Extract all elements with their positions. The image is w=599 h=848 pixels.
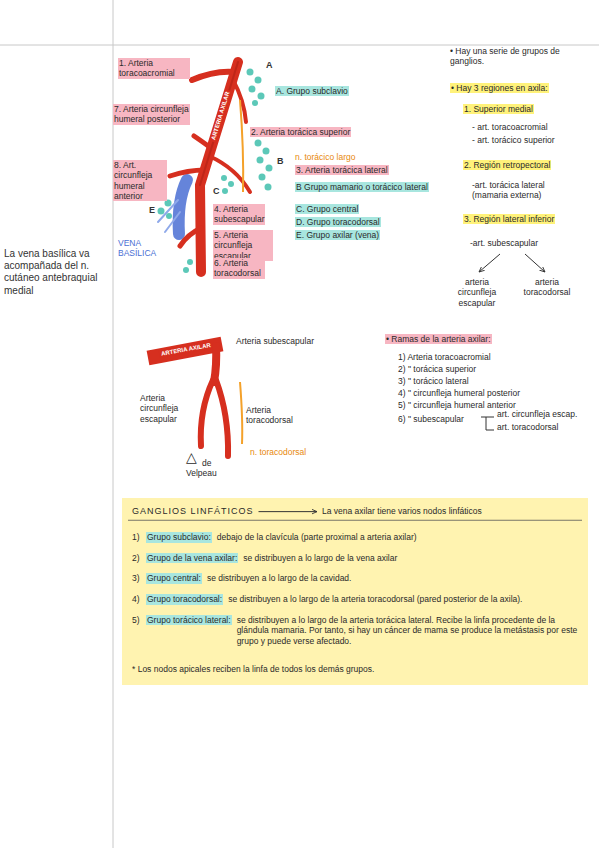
note-text: art. toracodorsal (497, 422, 558, 432)
group-name: Grupo torácico lateral: (146, 615, 232, 626)
group-label: B Grupo mamario o torácico lateral (295, 182, 429, 192)
margin-note: La vena basílica va acompañada del n. cu… (4, 248, 109, 297)
margin-rule (113, 0, 114, 848)
note-text: Arteria circunfleja escapular (140, 393, 198, 424)
heading-label: 1. Superior medial (463, 104, 534, 114)
note-text: 4) " circunfleja humeral posterior (398, 388, 520, 398)
group-label: C. Grupo central (295, 204, 359, 214)
group-label: A. Grupo subclavio (275, 86, 349, 96)
group-description: se distribuyen a lo largo de la vena axi… (243, 553, 578, 564)
note-arrow (259, 511, 317, 512)
group-description: se distribuyen a lo largo de la arteria … (228, 594, 578, 605)
box-heading: GANGLIOS LINFÁTICOS (132, 506, 254, 517)
group-letter: E (149, 205, 155, 216)
note-text: arteria toracodorsal (517, 277, 577, 298)
item-number: 4) (132, 594, 140, 605)
item-number: 3) (132, 573, 140, 584)
artery-label: 7. Arteria circunfleja humeral posterior (113, 104, 190, 125)
heading-label: 3. Región lateral inferior (463, 214, 555, 224)
branch-arrow (525, 254, 545, 272)
group-description: se distribuyen a lo largo de la cavidad. (207, 573, 578, 584)
nerve-label: n. toracodorsal (250, 447, 306, 457)
group-description: debajo de la clavícula (parte proximal a… (217, 532, 578, 543)
group-name: Grupo central: (146, 573, 202, 584)
artery-label: 3. Arteria torácica lateral (295, 165, 389, 175)
note-text: • Hay una serie de grupos de ganglios. (450, 46, 575, 67)
page-rule (0, 45, 599, 46)
group-name: Grupo subclavio: (146, 532, 212, 543)
note-text: Velpeau (186, 468, 217, 478)
artery-label: 8. Art. circunfleja humeral anterior (113, 160, 167, 201)
group-letter: A (266, 60, 273, 71)
artery-label: 5. Arteria circunfleja escapular (213, 230, 273, 261)
note-text: art. circunfleja escap. (497, 409, 577, 419)
side-note: La vena axilar tiene varios nodos linfát… (322, 506, 482, 517)
note-text: 1) Arteria toracoacromial (398, 352, 491, 362)
lymph-nodes (157, 69, 273, 274)
artery-label: 4. Arteria subescapular (213, 204, 265, 225)
artery-label: 6. Arteria toracodorsal (213, 258, 265, 279)
item-number: 1) (132, 532, 140, 543)
artery-label: 1. Arteria toracoacromial (118, 58, 190, 79)
group-letter: C (213, 186, 220, 197)
note-text: -art. subescapular (470, 238, 538, 248)
branch-arrow (479, 254, 500, 272)
heading-label: 2. Región retropectoral (463, 160, 551, 170)
long-thoracic-nerve (240, 100, 243, 192)
vein-label: VENA BASÍLICA (118, 238, 166, 259)
item-number: 5) (132, 615, 140, 626)
nerve-label: n. torácico largo (295, 152, 355, 162)
artery-label: 2. Arteria torácica superior (250, 127, 351, 137)
note-text: arteria circunfleja escapular (447, 277, 507, 308)
group-label: D. Grupo toracodorsal (295, 217, 381, 227)
box-decoration (122, 498, 588, 685)
vessel-name: ARTERIA AXILAR (210, 89, 233, 143)
footnote: * Los nodos apicales reciben la linfa de… (132, 664, 374, 675)
group-name: Grupo de la vena axilar: (146, 553, 238, 564)
heading-label: • Hay 3 regiones en axila: (450, 83, 549, 93)
group-name: Grupo toracodorsal: (146, 594, 223, 605)
group-label: E. Grupo axilar (vena) (295, 230, 380, 240)
note-text: -art. torácica lateral (mamaria externa) (472, 180, 567, 201)
note-text: Arteria subescapular (236, 336, 314, 346)
thoracodorsal-nerve (240, 382, 242, 444)
triangle-symbol: △ (186, 450, 197, 464)
note-text: de (202, 458, 211, 468)
note-text: 6) " subescapular (398, 414, 464, 424)
note-text: Arteria toracodorsal (246, 405, 296, 426)
summary-box: GANGLIOS LINFÁTICOS La vena axilar tiene … (122, 498, 588, 685)
artery-label: • Ramas de la arteria axilar: (385, 334, 492, 344)
group-letter: B (277, 156, 284, 167)
note-text: - art. toracoacromial (472, 122, 548, 132)
bracket (481, 417, 494, 430)
note-text: 2) " torácica superior (398, 364, 476, 374)
note-text: - art. torácico superior (472, 135, 555, 145)
note-text: 5) " circunfleja humeral anterior (398, 400, 516, 410)
item-number: 2) (132, 553, 140, 564)
group-description: se distribuyen a lo largo de la arteria … (237, 615, 578, 647)
note-text: 3) " torácico lateral (398, 376, 469, 386)
heading-rule (128, 520, 582, 521)
